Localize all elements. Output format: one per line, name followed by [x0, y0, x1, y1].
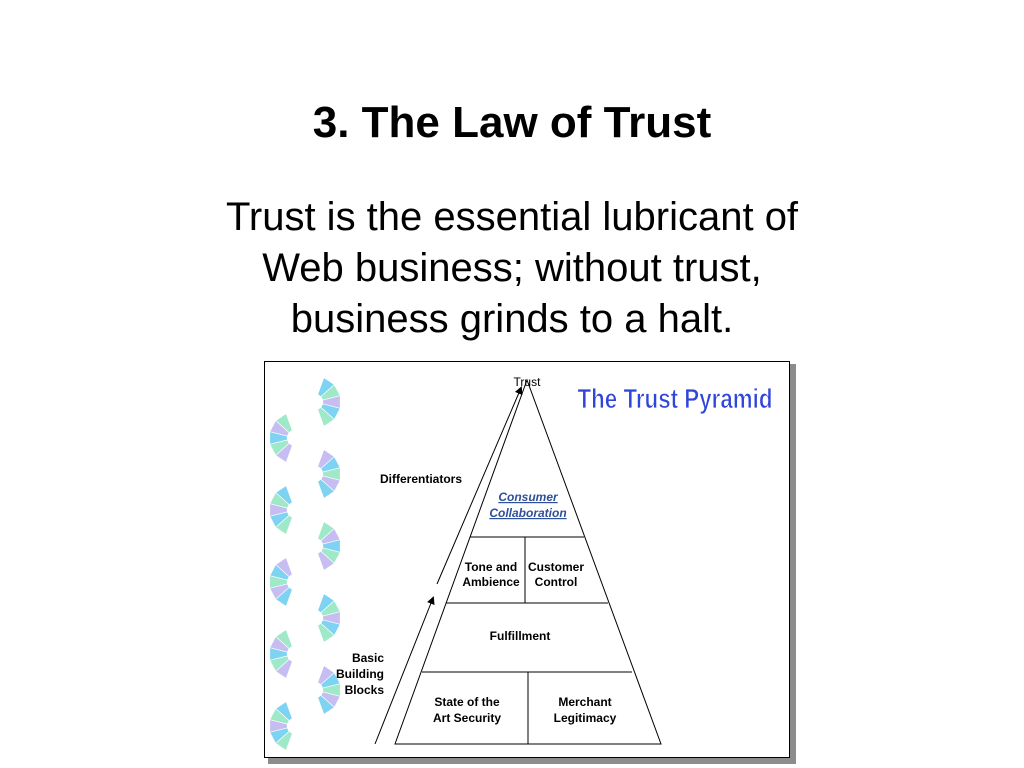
ribbon-fan-blade [275, 659, 293, 679]
pyramid-title: The Trust Pyramid [578, 383, 773, 414]
level-art-security-label: Art Security [433, 711, 501, 725]
trust-pyramid-figure: The Trust Pyramid Trust Differentiators … [264, 361, 790, 758]
decorative-ribbon-graphic [269, 377, 341, 751]
body-line: business grinds to a halt. [290, 297, 734, 341]
differentiators-label: Differentiators [380, 472, 462, 486]
trust-pyramid-diagram: The Trust Pyramid Trust Differentiators … [269, 375, 773, 751]
level-customer-label: Customer [528, 560, 584, 574]
ribbon-fan-blade [317, 407, 335, 427]
level-consumer-label: Consumer [498, 490, 559, 504]
ribbon-fan-blade [317, 479, 335, 499]
ribbon-fan-blade [275, 731, 293, 751]
building-label: Building [336, 667, 384, 681]
ribbon-fan-blade [317, 623, 335, 643]
ribbon-fan-segment [269, 413, 293, 463]
ribbon-fan-blade [275, 443, 293, 463]
ribbon-fan-segment [317, 665, 341, 715]
level-tone-label: Tone and [465, 560, 517, 574]
blocks-label: Blocks [345, 683, 385, 697]
level-legitimacy-label: Legitimacy [554, 711, 617, 725]
pyramid-shape [394, 378, 662, 745]
apex-label-trust: Trust [514, 375, 542, 389]
ribbon-fan-segment [317, 521, 341, 571]
ribbon-fan-blade [275, 515, 293, 535]
ribbon-fan-segment [269, 701, 293, 751]
level-control-label: Control [535, 575, 578, 589]
ribbon-fan-blade [317, 695, 335, 715]
differentiators-arrow [436, 386, 523, 585]
body-line: Trust is the essential lubricant of [225, 195, 799, 239]
ribbon-fan-segment [317, 449, 341, 499]
slide-body-text: Trust is the essential lubricant of Web … [162, 192, 862, 345]
ribbon-fan-segment [317, 377, 341, 427]
level-state-of-the-label: State of the [434, 695, 500, 709]
level-ambience-label: Ambience [462, 575, 520, 589]
basic-label: Basic [352, 651, 384, 665]
ribbon-fan-blade [317, 551, 335, 571]
basic-blocks-arrow [374, 596, 435, 745]
ribbon-fan-segment [317, 593, 341, 643]
level-fulfillment-label: Fulfillment [490, 629, 551, 643]
ribbon-fan-blade [275, 587, 293, 607]
body-line: Web business; without trust, [262, 246, 762, 290]
level-merchant-label: Merchant [558, 695, 611, 709]
ribbon-fan-segment [269, 557, 293, 607]
level-collaboration-label: Collaboration [489, 506, 566, 520]
ribbon-fan-segment [269, 629, 293, 679]
slide-title: 3. The Law of Trust [312, 98, 712, 147]
ribbon-fan-segment [269, 485, 293, 535]
